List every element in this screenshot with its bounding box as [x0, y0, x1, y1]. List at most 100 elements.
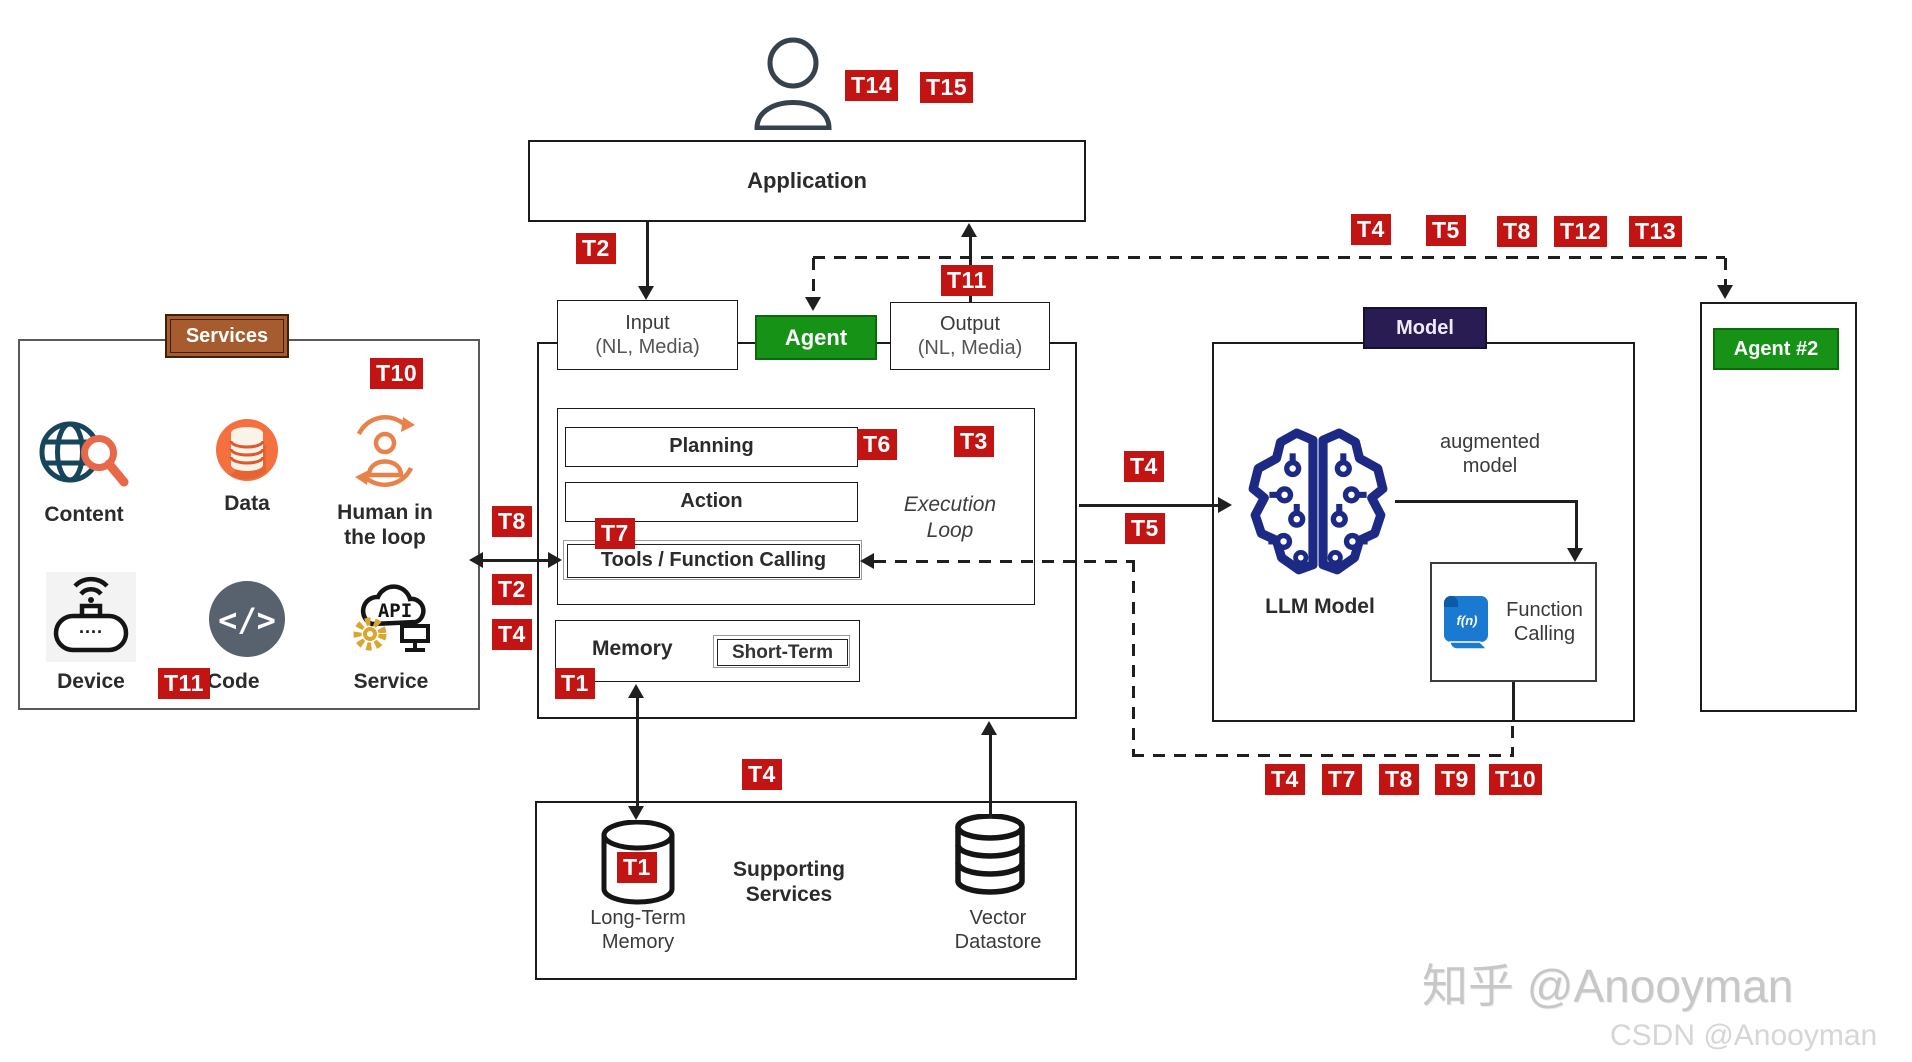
arrowhead-agent-to-model — [1218, 497, 1232, 513]
service-item-device: Device — [57, 670, 125, 693]
tag-t15: T15 — [920, 72, 974, 103]
tag-t4-bottomrow: T4 — [1265, 764, 1305, 795]
user-icon — [754, 37, 832, 130]
globe-search-icon — [39, 421, 129, 487]
tag-t10-bottomrow: T10 — [1489, 764, 1543, 795]
api-cloud-icon: API — [353, 584, 430, 652]
arrowhead-brain-to-fc — [1567, 548, 1583, 562]
application-label: Application — [747, 168, 867, 194]
tag-t8-services-link: T8 — [492, 506, 532, 537]
fn-text: f(n) — [1457, 613, 1478, 628]
arrowhead-dashed-agent — [805, 297, 821, 311]
tools-label: Tools / Function Calling — [600, 549, 827, 572]
short-term-box: Short-Term — [713, 635, 850, 668]
tag-t14: T14 — [845, 70, 899, 101]
agent-label: Agent — [755, 315, 877, 360]
tag-t12-toprow: T12 — [1554, 216, 1608, 247]
arrowhead-app-to-input — [638, 286, 654, 300]
database-icon — [216, 419, 278, 481]
agent-label-text: Agent — [784, 324, 848, 350]
arrowhead-memory-down — [628, 806, 644, 820]
tag-t5-toprow: T5 — [1426, 215, 1466, 246]
connector-vds-to-agent — [989, 732, 992, 818]
dashed-feedback-h1 — [874, 560, 1134, 563]
service-item-human-in-loop: Human in the loop — [337, 501, 433, 549]
tag-t3-execution: T3 — [954, 426, 994, 457]
tag-t8-toprow: T8 — [1497, 216, 1537, 247]
tag-t4-toprow: T4 — [1351, 214, 1391, 245]
zhihu-watermark: 知乎 @Anooyman — [1422, 960, 1794, 1012]
arrowhead-dashed-agent2 — [1717, 285, 1733, 299]
output-label: Output — [939, 313, 1001, 335]
input-label: Input — [625, 312, 670, 334]
planning-box: Planning — [565, 427, 858, 467]
service-item-code: Code — [207, 670, 260, 693]
connector-brain-to-fc-h — [1395, 500, 1577, 503]
tag-t13-toprow: T13 — [1629, 216, 1683, 247]
stacked-db-icon — [955, 814, 1025, 895]
service-item-service: Service — [353, 670, 429, 693]
arrowhead-vds-up — [981, 721, 997, 735]
connector-fc-stub — [1512, 682, 1515, 722]
service-item-content: Content — [44, 503, 124, 526]
supporting-services-label: Supporting Services — [733, 858, 845, 906]
dashed-feedback-h2 — [1132, 754, 1514, 757]
api-text: API — [378, 600, 412, 622]
execution-loop-label: Execution Loop — [903, 493, 997, 543]
output-sub-label: (NL, Media) — [917, 337, 1023, 359]
tag-t2-services-link: T2 — [492, 574, 532, 605]
connector-services-tools — [482, 559, 550, 562]
input-box: Input (NL, Media) — [557, 300, 738, 370]
arrowhead-feedback-tools — [860, 553, 874, 569]
tag-t4-model-arrow: T4 — [1124, 451, 1164, 482]
planning-label: Planning — [669, 435, 754, 458]
connector-memory-ltm — [636, 692, 639, 812]
brain-circuit-icon — [1248, 428, 1388, 575]
agent2-box — [1700, 302, 1857, 712]
tag-t4-supporting: T4 — [742, 759, 782, 790]
arrowhead-services-left — [469, 552, 483, 568]
long-term-memory-label: Long-Term Memory — [590, 907, 686, 953]
dashed-top-line — [813, 256, 1725, 259]
tag-t11-code: T11 — [158, 668, 210, 699]
augmented-model-label: augmented model — [1439, 431, 1541, 477]
tag-t10-human-loop: T10 — [370, 358, 424, 389]
arrowhead-services-right — [548, 552, 562, 568]
agent2-label-text: Agent #2 — [1733, 337, 1819, 360]
memory-label: Memory — [592, 637, 673, 660]
vector-datastore-label: Vector Datastore — [954, 907, 1042, 953]
tag-t7-tools: T7 — [595, 518, 635, 549]
human-in-loop-icon — [355, 415, 415, 487]
llm-model-label: LLM Model — [1265, 595, 1375, 618]
device-icon: ···· — [46, 572, 136, 662]
tag-t1-long-term: T1 — [617, 852, 657, 883]
connector-app-to-input — [646, 222, 649, 288]
function-calling-label: Function Calling — [1506, 599, 1583, 645]
agent2-label: Agent #2 — [1713, 328, 1839, 370]
csdn-watermark: CSDN @Anooyman — [1610, 1019, 1878, 1052]
services-title-box: Services — [165, 314, 289, 358]
dashed-branch-agent2 — [1724, 258, 1727, 288]
tag-t9-bottomrow: T9 — [1435, 764, 1475, 795]
short-term-label: Short-Term — [732, 641, 833, 663]
tag-t1-memory: T1 — [555, 668, 595, 699]
dashed-feedback-v1 — [1132, 560, 1135, 757]
arrowhead-output-to-app — [961, 223, 977, 237]
action-label: Action — [680, 490, 743, 513]
services-title: Services — [185, 324, 269, 347]
tag-t8-bottomrow: T8 — [1379, 764, 1419, 795]
service-item-data: Data — [224, 492, 270, 515]
dashed-branch-agent — [812, 258, 815, 300]
dashed-feedback-v2 — [1511, 726, 1514, 754]
connector-brain-to-fc-v — [1575, 500, 1578, 550]
code-icon: </> — [209, 581, 285, 657]
tag-t6-planning: T6 — [857, 429, 897, 460]
action-box: Action — [565, 482, 858, 522]
arrowhead-memory-up — [628, 684, 644, 698]
application-box: Application — [528, 140, 1086, 222]
model-title-box: Model — [1363, 307, 1487, 349]
function-calling-box: f(n) Function Calling — [1430, 562, 1597, 682]
tag-t5-model-arrow: T5 — [1125, 513, 1165, 544]
tag-t11-output: T11 — [941, 265, 993, 296]
